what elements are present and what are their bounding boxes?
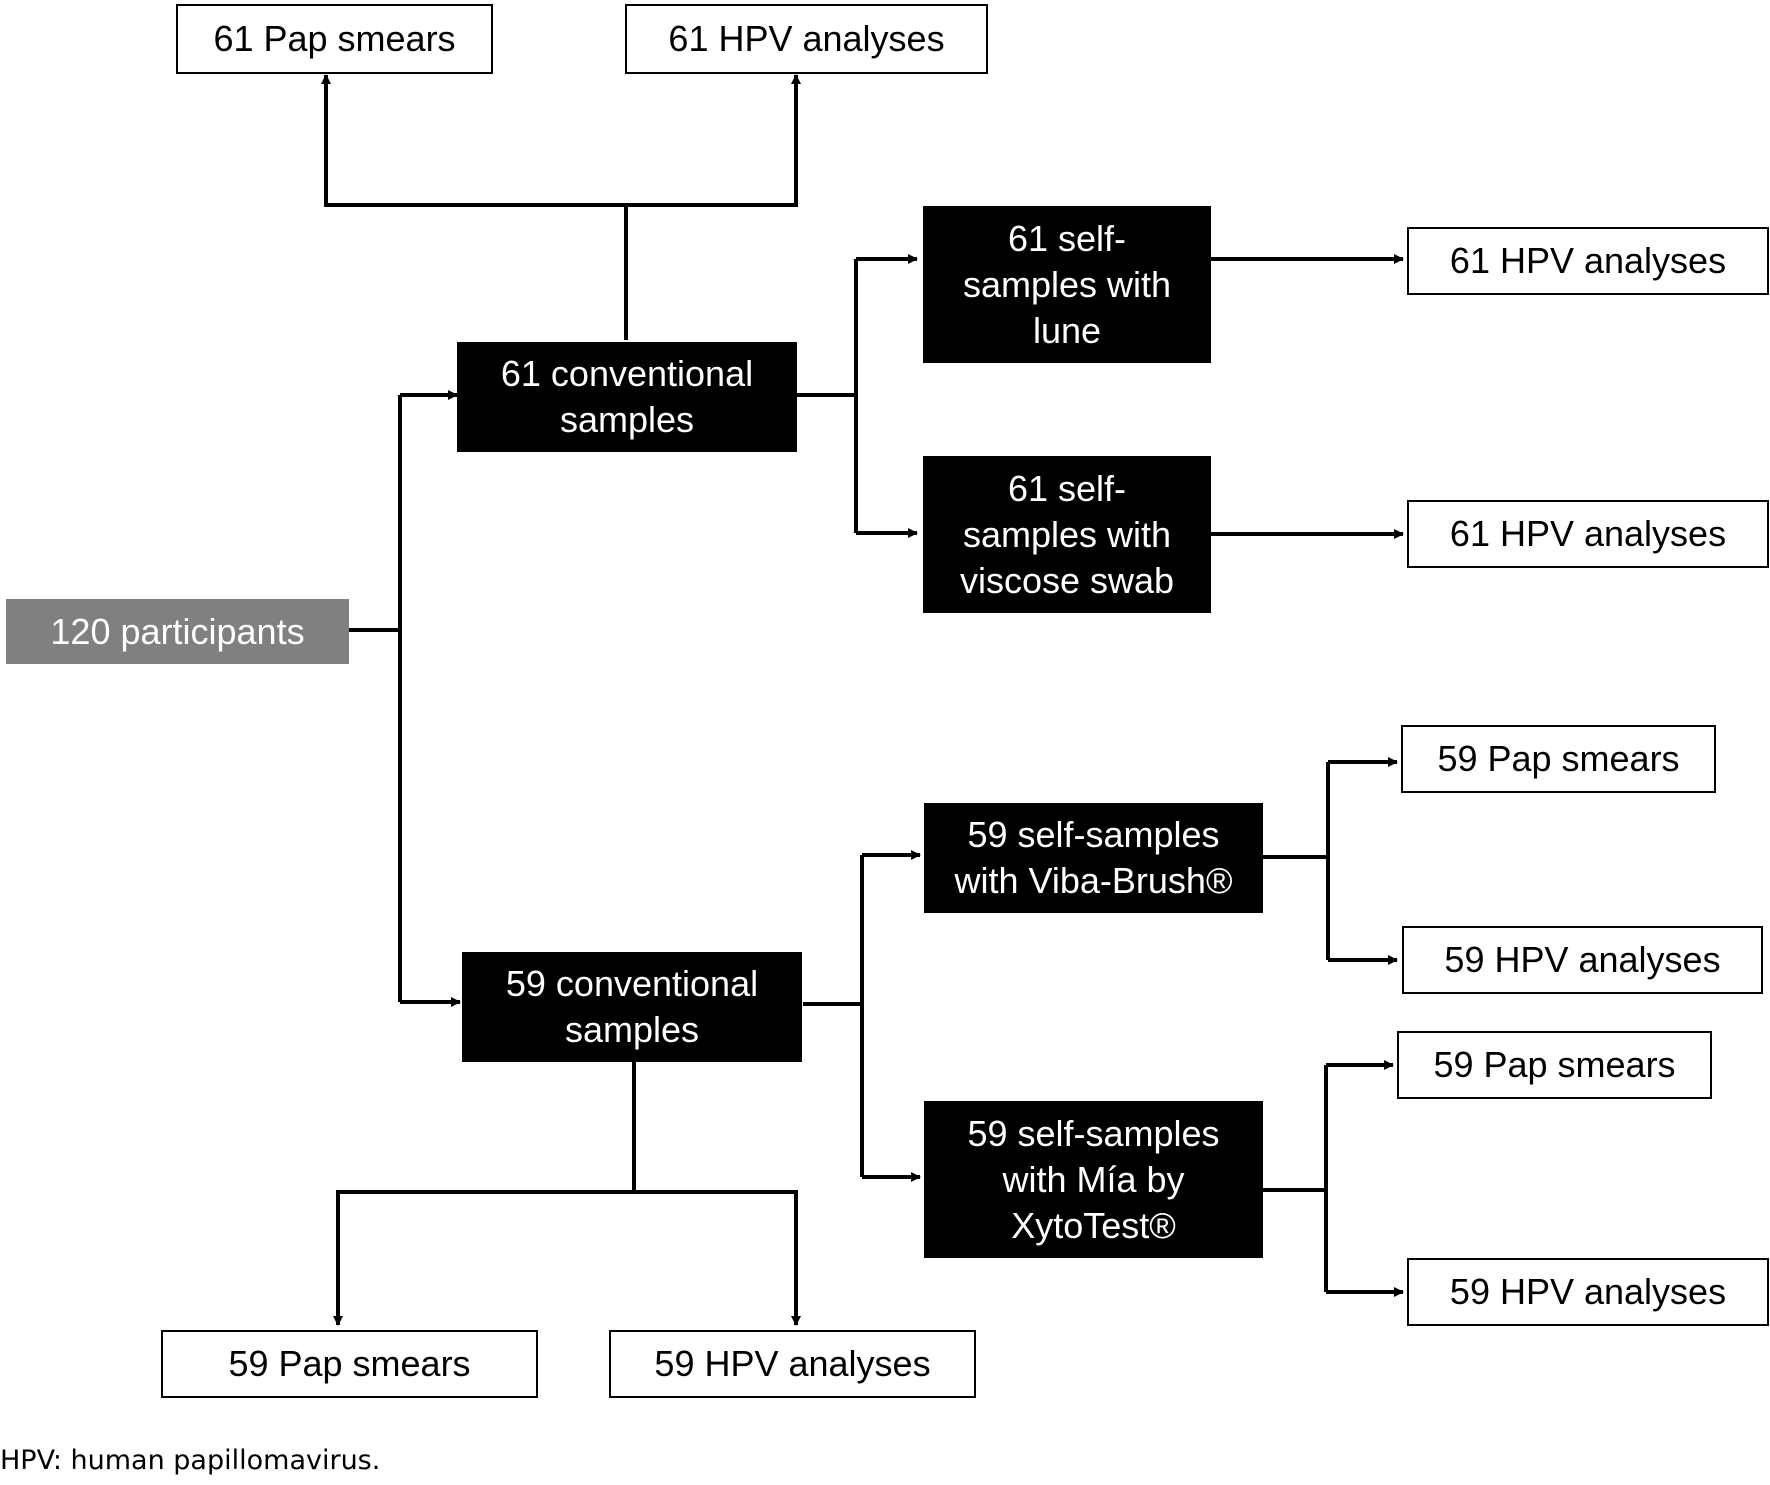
node-self-mia-xytotest: 59 self-samples with Mía by XytoTest® — [924, 1101, 1263, 1258]
connector-conv59-right — [803, 855, 864, 1177]
connector-conv61-right — [797, 259, 858, 533]
node-conv61-hpv-analyses: 61 HPV analyses — [625, 4, 988, 74]
node-mia-hpv-analyses: 59 HPV analyses — [1407, 1258, 1769, 1326]
node-viscose-hpv-analyses: 61 HPV analyses — [1407, 500, 1769, 568]
node-viba-pap-smears: 59 Pap smears — [1401, 725, 1716, 793]
node-conv59: 59 conventional samples — [462, 952, 802, 1062]
connector-conv59-down — [336, 1062, 798, 1194]
node-conv59-hpv-analyses: 59 HPV analyses — [609, 1330, 976, 1398]
node-conv61: 61 conventional samples — [457, 342, 797, 452]
connector-viba-right — [1262, 762, 1330, 960]
node-conv61-pap-smears: 61 Pap smears — [176, 4, 493, 74]
node-self-lune: 61 self- samples with lune — [923, 206, 1211, 363]
connector-conv61-up — [324, 203, 798, 340]
node-self-viscose-swab: 61 self- samples with viscose swab — [923, 456, 1211, 613]
node-viba-hpv-analyses: 59 HPV analyses — [1402, 926, 1763, 994]
connector-participants-trunk — [348, 395, 402, 1002]
connector-mia-right — [1262, 1065, 1328, 1292]
node-mia-pap-smears: 59 Pap smears — [1397, 1031, 1712, 1099]
node-conv59-pap-smears: 59 Pap smears — [161, 1330, 538, 1398]
node-self-viba-brush: 59 self-samples with Viba-Brush® — [924, 803, 1263, 913]
footnote: HPV: human papillomavirus. — [0, 1445, 381, 1476]
node-participants: 120 participants — [6, 599, 349, 664]
node-lune-hpv-analyses: 61 HPV analyses — [1407, 227, 1769, 295]
